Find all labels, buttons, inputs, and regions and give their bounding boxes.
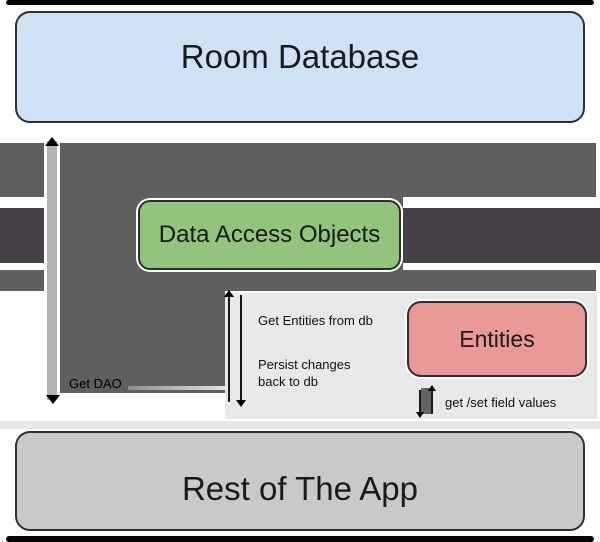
persist-changes-label-line2: back to db — [258, 374, 318, 389]
top-black-strip — [6, 0, 594, 5]
entities-box: Entities — [407, 301, 587, 377]
persist-changes-label-line1: Persist changes — [258, 357, 351, 372]
arrowhead-up-icon — [45, 137, 59, 146]
up-arrow-shaft — [228, 296, 230, 402]
room-database-box: Room Database — [15, 11, 585, 123]
arrowhead-up-icon — [224, 290, 234, 297]
get-dao-label: Get DAO — [69, 376, 122, 391]
get-set-down-arrow-shaft — [419, 390, 421, 412]
arrowhead-down-icon — [236, 400, 246, 407]
room-database-label: Room Database — [180, 38, 420, 75]
data-access-objects-label: Data Access Objects — [158, 221, 381, 248]
arrowhead-up-icon — [428, 385, 436, 391]
data-access-objects-box: Data Access Objects — [138, 200, 401, 270]
arrowhead-down-icon — [416, 412, 424, 418]
get-entities-label: Get Entities from db — [258, 313, 373, 328]
get-set-up-arrow-shaft — [431, 391, 433, 414]
get-dao-arrow — [47, 141, 57, 400]
down-arrow-shaft — [240, 295, 242, 400]
get-set-field-values-label: get /set field values — [445, 395, 557, 410]
get-dao-connector-line — [128, 386, 225, 390]
rest-of-the-app-label: Rest of The App — [181, 470, 419, 507]
get-set-arrow-bar — [421, 388, 431, 414]
rest-of-the-app-box: Rest of The App — [15, 431, 585, 531]
light-gray-strip — [0, 421, 600, 429]
entities-label: Entities — [459, 325, 535, 352]
bottom-black-strip — [6, 536, 594, 542]
arrowhead-down-icon — [46, 395, 60, 404]
